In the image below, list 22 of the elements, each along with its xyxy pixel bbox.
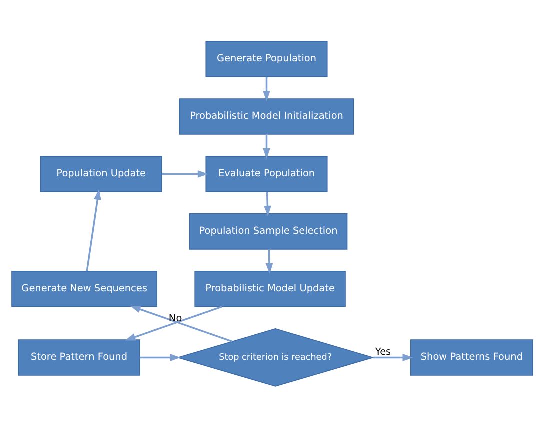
arrow <box>263 134 270 159</box>
node-box: Probabilistic Model Initialization <box>179 98 354 134</box>
node-box: Evaluate Population <box>206 156 328 192</box>
arrow <box>86 188 102 271</box>
node-box: Population Sample Selection <box>189 213 348 250</box>
arrow <box>263 76 270 102</box>
node-diamond: Stop criterion is reached? <box>176 328 375 386</box>
arrow <box>373 354 414 361</box>
arrow <box>125 306 222 340</box>
node-box: Population Update <box>40 156 162 192</box>
node-box: Show Patterns Found <box>410 339 534 376</box>
edge-label: No <box>168 313 182 324</box>
edge-label: Yes <box>375 346 392 358</box>
arrow <box>140 354 181 361</box>
node-box: Probabilistic Model Update <box>194 270 346 307</box>
node-box: Generate New Sequences <box>12 270 158 307</box>
node-box: Store Pattern Found <box>18 339 140 376</box>
arrow <box>264 192 272 216</box>
arrow <box>266 249 274 274</box>
arrow <box>162 170 209 178</box>
node-box: Generate Population <box>206 40 328 77</box>
arrow <box>130 306 233 342</box>
